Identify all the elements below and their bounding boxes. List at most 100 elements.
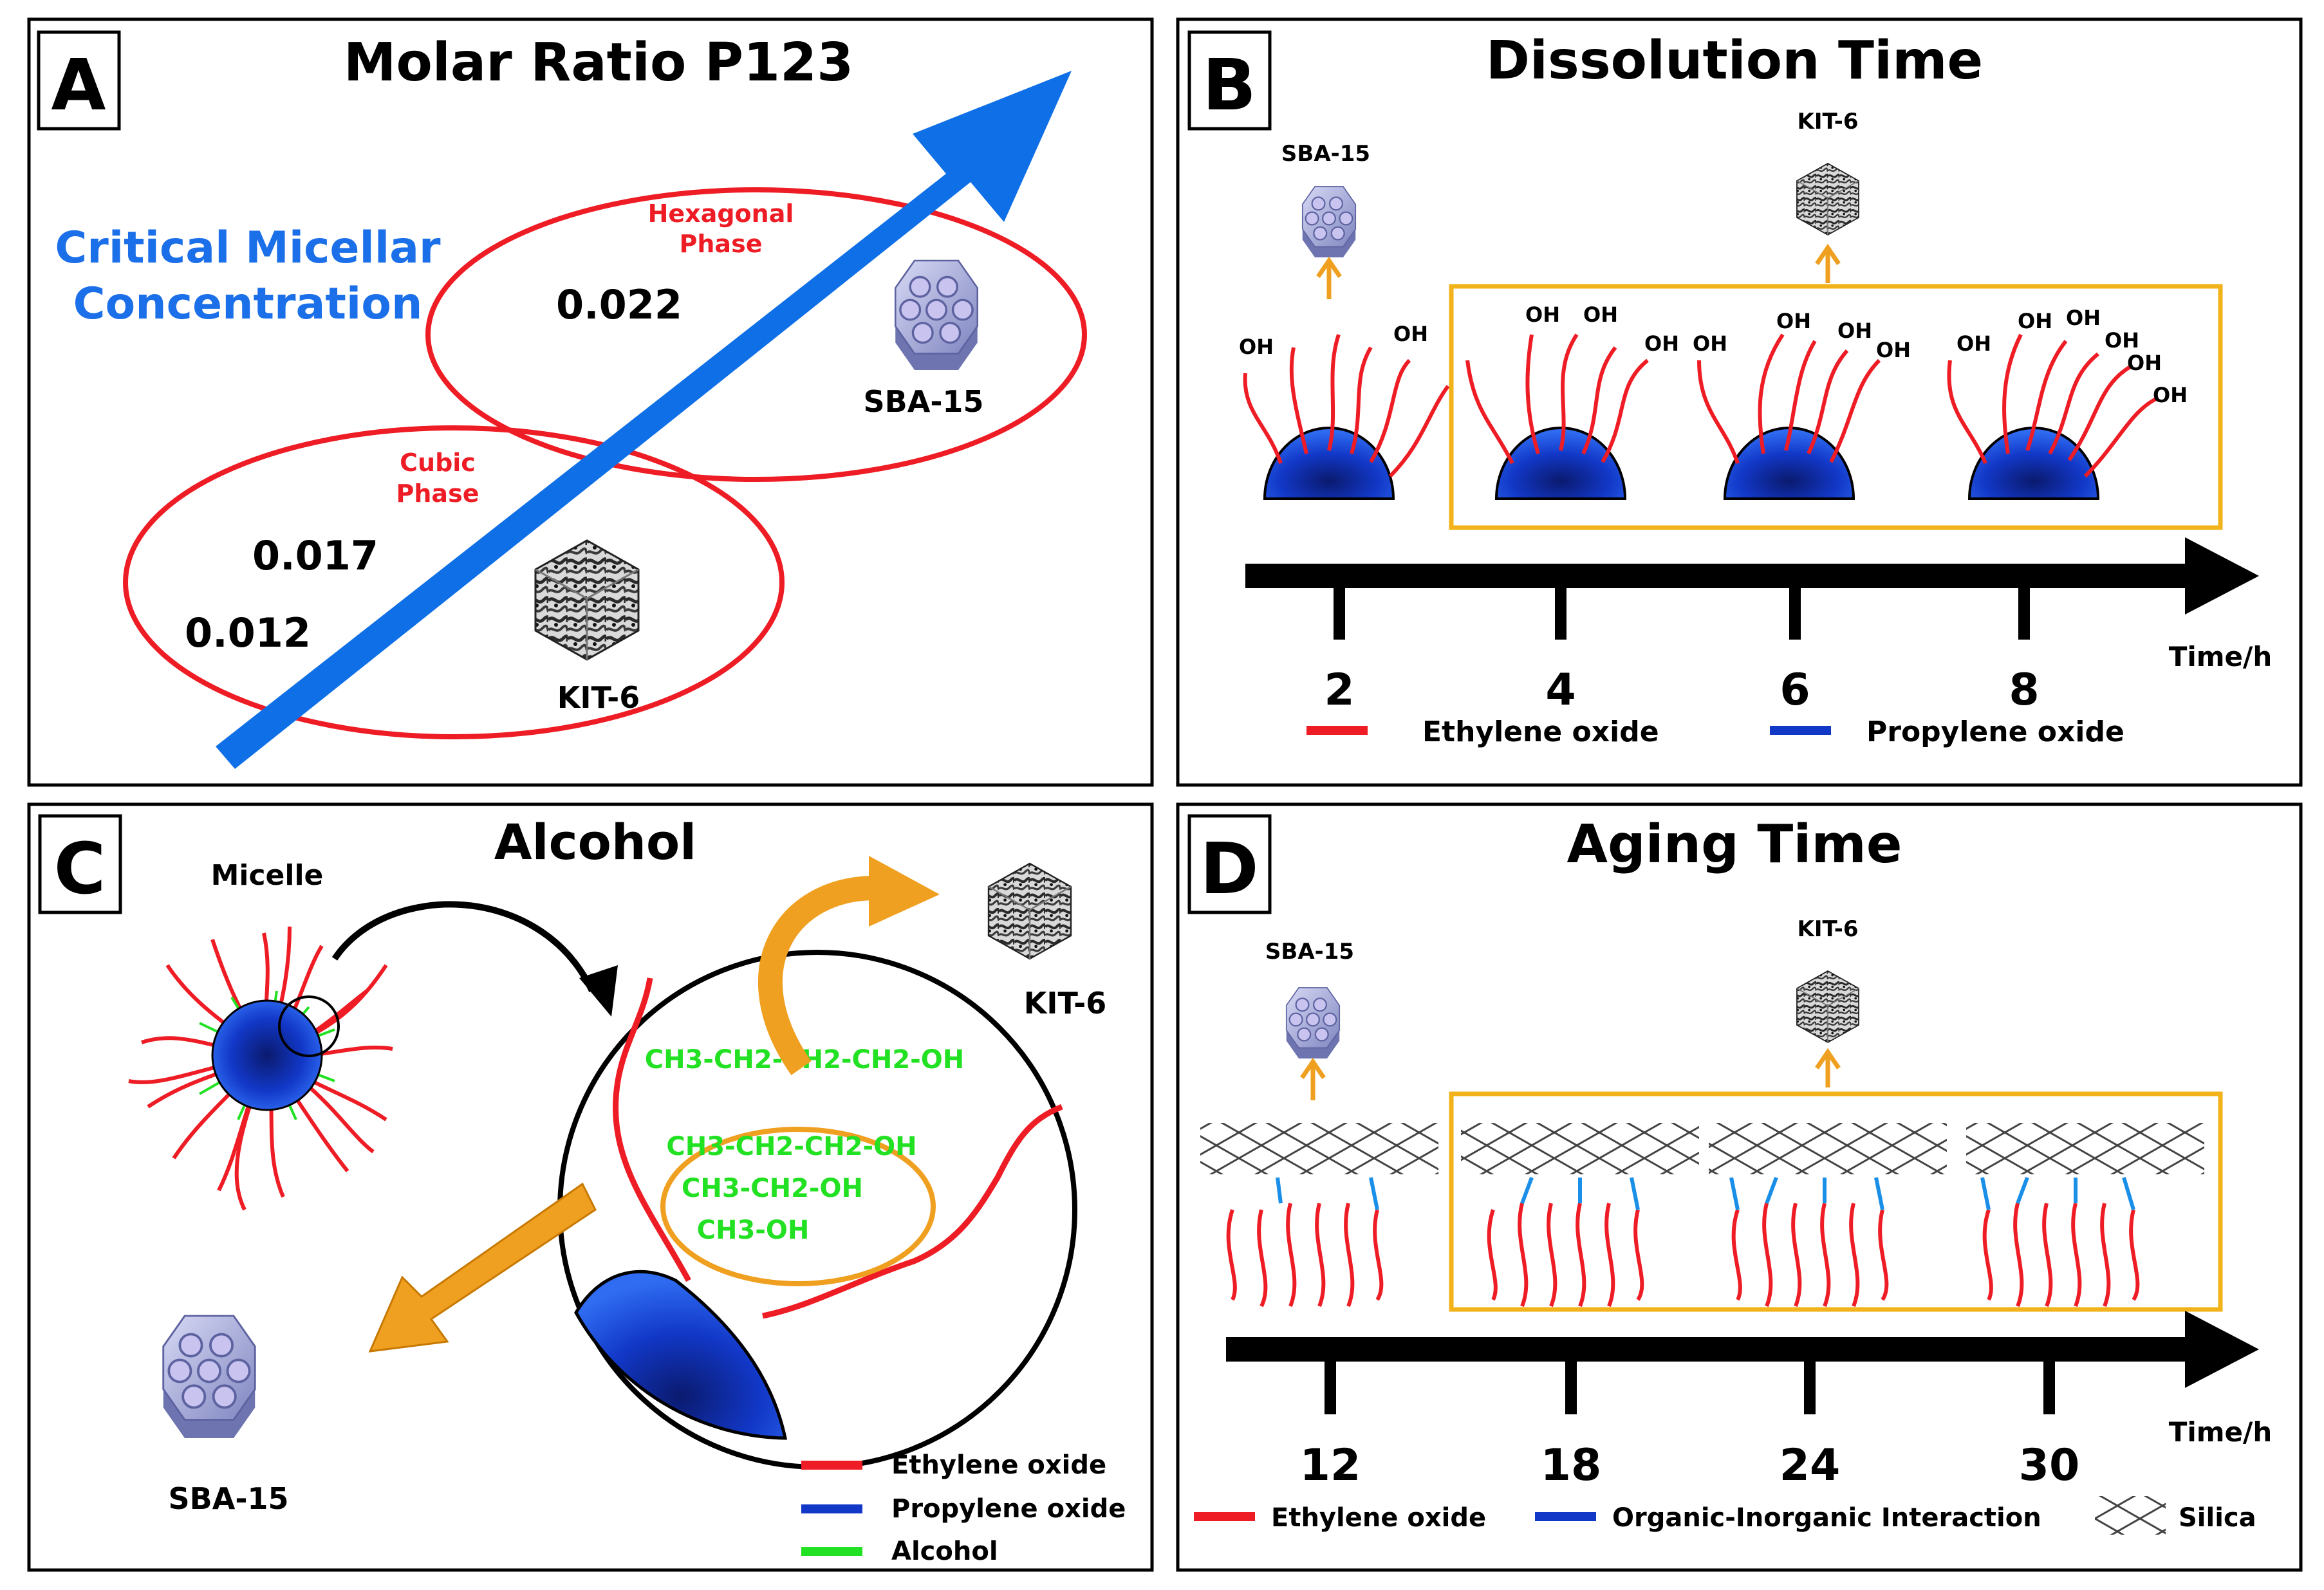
panel-d: D Aging Time SBA-15 KIT-6 <box>1176 802 2303 1572</box>
svg-text:OH: OH <box>1239 335 1274 359</box>
panel-a-letter: A <box>51 44 106 126</box>
svg-text:OH: OH <box>1837 319 1872 343</box>
zoom-circle <box>557 950 1077 1470</box>
sba15-label-b: SBA-15 <box>1281 141 1370 167</box>
arrow-to-sba15 <box>368 1182 597 1353</box>
time-axis-b <box>1245 564 2191 588</box>
panel-b-title: Dissolution Time <box>1486 30 1983 91</box>
panel-c-letter-box <box>38 814 122 914</box>
tick-label-d-30: 30 <box>2019 1440 2080 1491</box>
tick-label-d-24: 24 <box>1780 1440 1841 1491</box>
methanol-formula: CH3-OH <box>697 1216 810 1245</box>
tick-mark-d-12 <box>1325 1362 1336 1414</box>
chains-24h <box>1731 1203 1889 1308</box>
legend-swatch-propylene-b <box>1770 726 1831 735</box>
legend-label-ethylene-c: Ethylene oxide <box>891 1450 1106 1480</box>
cubic-phase-ellipse <box>123 425 785 739</box>
hexagonal-phase-ellipse <box>425 187 1087 482</box>
tick-mark-d-18 <box>1565 1362 1577 1414</box>
panel-b-letter-box <box>1187 30 1272 131</box>
panel-c-letter: C <box>54 827 106 910</box>
cmc-label-line1: Critical Micellar <box>55 223 441 273</box>
ratio-cubic-012: 0.012 <box>185 609 311 656</box>
axis-label-b: Time/h <box>2169 641 2273 672</box>
panel-d-letter-box <box>1187 814 1272 914</box>
kit6-structure-icon <box>534 539 640 661</box>
up-arrow-kit-b <box>1815 243 1841 283</box>
up-arrow-sba-b <box>1316 256 1342 299</box>
panel-b-letter: B <box>1202 44 1256 126</box>
up-arrow-kit-d <box>1815 1048 1841 1087</box>
sba15-icon-b <box>1301 185 1357 259</box>
zoom-arrow <box>331 901 595 993</box>
hexagonal-label-line1: Hexagonal <box>648 199 794 228</box>
tick-mark-b-4 <box>1555 588 1566 640</box>
micelle-2h: OH OH <box>1239 322 1450 500</box>
ratio-hexagonal: 0.022 <box>556 281 682 328</box>
time-axis-d <box>1226 1337 2191 1362</box>
panel-a-frame <box>27 17 1154 787</box>
tick-label-d-12: 12 <box>1300 1440 1361 1491</box>
svg-text:OH: OH <box>1776 309 1811 333</box>
svg-text:OH: OH <box>2127 351 2162 375</box>
panel-c-frame <box>27 802 1154 1572</box>
arrow-to-kit6-head <box>869 856 940 927</box>
tick-mark-d-24 <box>1804 1362 1816 1414</box>
links-30h <box>1980 1176 2135 1210</box>
ratio-cubic-017: 0.017 <box>252 532 378 579</box>
links-18h <box>1520 1176 1640 1210</box>
kit6-label-c: KIT-6 <box>1024 986 1106 1021</box>
panel-a-title: Molar Ratio P123 <box>344 32 853 93</box>
kit6-icon-b <box>1796 163 1859 236</box>
sba15-icon-d <box>1285 986 1341 1060</box>
tick-label-b-4: 4 <box>1545 665 1576 716</box>
tick-label-d-18: 18 <box>1541 1440 1602 1491</box>
silica-mesh-30h <box>1966 1123 2204 1174</box>
silica-mesh-24h <box>1709 1123 1947 1174</box>
cubic-label-line1: Cubic <box>400 448 476 477</box>
panel-b: B Dissolution Time SBA-15 KIT-6 OH OH OH… <box>1176 17 2303 787</box>
micelle-sphere <box>128 926 393 1211</box>
legend-swatch-silica-d <box>2095 1496 2166 1535</box>
legend-label-propylene-b: Propylene oxide <box>1866 716 2124 748</box>
kit6-label-d: KIT-6 <box>1798 916 1859 942</box>
micelle-8h: OH OH OH OH OH OH <box>1947 306 2188 500</box>
svg-text:OH: OH <box>1957 331 1991 356</box>
kit6-region-box-d <box>1449 1091 2223 1312</box>
zoom-arrow-head <box>579 965 618 1017</box>
svg-text:OH: OH <box>1644 331 1679 356</box>
panel-d-title: Aging Time <box>1567 814 1902 875</box>
chains-18h <box>1487 1203 1644 1308</box>
tick-label-b-6: 6 <box>1780 665 1810 716</box>
svg-text:OH: OH <box>2153 383 2188 407</box>
kit6-label-b: KIT-6 <box>1798 109 1859 134</box>
zoom-circle-marker <box>278 995 340 1057</box>
panel-c-title: Alcohol <box>494 813 697 871</box>
ethanol-formula: CH3-CH2-OH <box>682 1174 863 1203</box>
hexagonal-label-line2: Phase <box>680 230 763 258</box>
sba15-label: SBA-15 <box>864 384 984 419</box>
cubic-label-line2: Phase <box>396 479 479 508</box>
legend-swatch-ethylene-b <box>1306 726 1368 735</box>
micelle-label: Micelle <box>211 859 324 892</box>
legend-label-interaction-d: Organic-Inorganic Interaction <box>1612 1503 2041 1533</box>
tick-label-b-8: 8 <box>2009 665 2039 716</box>
short-alcohol-ellipse <box>660 1127 936 1286</box>
tick-mark-b-2 <box>1334 588 1345 640</box>
tick-mark-b-8 <box>2018 588 2030 640</box>
legend-swatch-interaction-d <box>1535 1512 1596 1521</box>
svg-text:OH: OH <box>1693 331 1727 356</box>
cmc-arrow <box>216 71 1072 769</box>
legend-label-alcohol-c: Alcohol <box>891 1537 998 1566</box>
legend-swatch-alcohol-c <box>801 1547 862 1556</box>
sba15-icon-c <box>162 1315 257 1439</box>
panel-d-frame <box>1176 802 2303 1572</box>
kit6-icon-d <box>1796 970 1859 1043</box>
kit6-icon-c <box>987 862 1072 960</box>
silica-mesh-18h <box>1461 1123 1699 1174</box>
arrow-to-kit6 <box>758 876 876 1075</box>
legend-swatch-propylene-c <box>801 1504 862 1513</box>
panel-d-letter: D <box>1200 827 1258 910</box>
links-12h <box>1276 1177 1379 1210</box>
